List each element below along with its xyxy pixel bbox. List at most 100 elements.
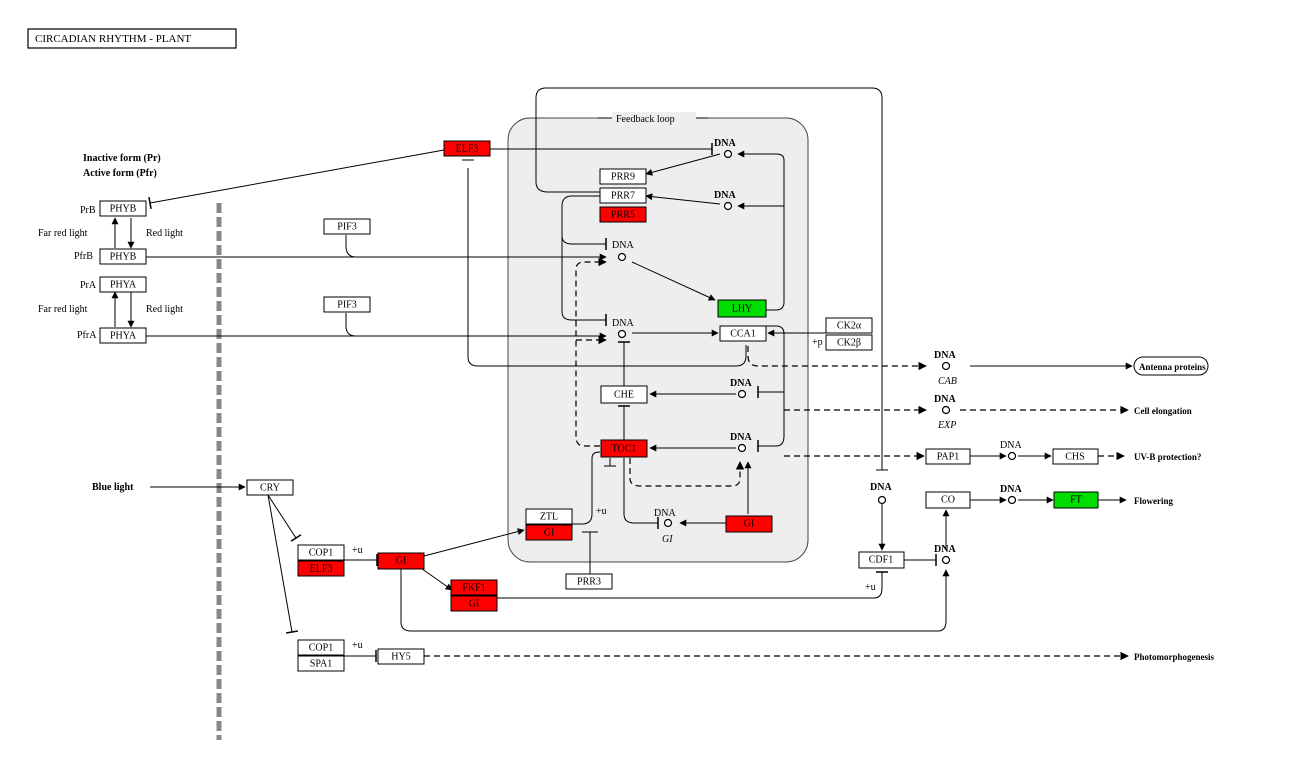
svg-text:COP1: COP1 [309, 548, 333, 559]
feedback-loop-region: Feedback loop [507, 112, 809, 563]
output-cell-elongation[interactable]: Cell elongation [1134, 406, 1192, 416]
svg-text:DNA: DNA [714, 190, 736, 201]
dna-node-ft: DNA [1000, 484, 1022, 505]
svg-text:DNA: DNA [730, 378, 752, 389]
svg-text:Antenna proteins: Antenna proteins [1139, 362, 1206, 372]
svg-text:DNA: DNA [1000, 440, 1022, 451]
gene-spa1[interactable]: SPA1 [297, 655, 345, 672]
svg-text:PAP1: PAP1 [937, 452, 959, 463]
edges [146, 87, 1133, 662]
svg-text:Feedback loop: Feedback loop [616, 114, 675, 125]
gene-fkf1[interactable]: FKF1 [450, 579, 498, 596]
svg-text:PIF3: PIF3 [337, 300, 356, 311]
gene-pif3-b[interactable]: PIF3 [323, 296, 371, 313]
svg-text:CIRCADIAN RHYTHM - PLANT: CIRCADIAN RHYTHM - PLANT [35, 33, 191, 45]
svg-text:GI: GI [469, 599, 480, 610]
gene-elf3-b[interactable]: ELF3 [297, 560, 345, 577]
dna-node-5: DNA [730, 378, 752, 399]
svg-text:CDF1: CDF1 [869, 555, 893, 566]
gene-prr5[interactable]: PRR5 [599, 206, 647, 223]
gene-phyb-pfr[interactable]: PHYB [99, 248, 147, 265]
gene-gi-mid[interactable]: GI [377, 552, 425, 570]
gene-phya-pfr[interactable]: PHYA [99, 327, 147, 344]
gene-prr3[interactable]: PRR3 [565, 573, 613, 590]
gene-prr7[interactable]: PRR7 [599, 187, 647, 204]
output-antenna-proteins[interactable]: Antenna proteins [1133, 356, 1209, 376]
active-form-label: Active form (Pfr) [83, 168, 157, 179]
svg-text:CK2β: CK2β [837, 338, 861, 349]
svg-text:GI: GI [396, 556, 407, 567]
gene-prr9[interactable]: PRR9 [599, 168, 647, 185]
output-photomorphogenesis[interactable]: Photomorphogenesis [1134, 652, 1215, 662]
svg-text:CCA1: CCA1 [730, 329, 756, 340]
svg-text:HY5: HY5 [391, 652, 410, 663]
svg-text:FT: FT [1070, 495, 1082, 506]
svg-text:ELF3: ELF3 [456, 144, 479, 155]
svg-text:TOC1: TOC1 [612, 444, 637, 455]
svg-text:GI: GI [662, 534, 673, 545]
ubiquitination-label-gi: +u [352, 545, 363, 556]
svg-text:DNA: DNA [934, 394, 956, 405]
gene-cop1-b[interactable]: COP1 [297, 639, 345, 656]
gene-cdf1[interactable]: CDF1 [858, 551, 905, 569]
gene-elf3-top[interactable]: ELF3 [443, 140, 491, 157]
svg-text:CHS: CHS [1065, 452, 1084, 463]
svg-text:PIF3: PIF3 [337, 222, 356, 233]
svg-text:GI: GI [744, 519, 755, 530]
gene-gi-ztl[interactable]: GI [525, 524, 573, 541]
svg-text:PRR7: PRR7 [611, 191, 635, 202]
svg-text:DNA: DNA [934, 350, 956, 361]
output-flowering[interactable]: Flowering [1134, 496, 1173, 506]
gene-lhy[interactable]: LHY [717, 299, 767, 318]
gene-gi-right[interactable]: GI [725, 515, 773, 533]
dna-node-3: DNA [612, 240, 634, 262]
ubiquitination-label-ztl: +u [596, 506, 607, 517]
red-light-label-b: Red light [146, 228, 183, 239]
gene-ztl[interactable]: ZTL [525, 508, 573, 525]
gene-phya-pr[interactable]: PHYA [99, 276, 147, 293]
blue-light-label: Blue light [92, 482, 134, 493]
gene-chs[interactable]: CHS [1052, 448, 1099, 465]
dna-node-1: DNA [714, 138, 736, 159]
svg-text:COP1: COP1 [309, 643, 333, 654]
red-light-label-a: Red light [146, 304, 183, 315]
output-uvb-protection[interactable]: UV-B protection? [1134, 452, 1201, 462]
svg-text:DNA: DNA [612, 240, 634, 251]
gene-cca1[interactable]: CCA1 [719, 325, 767, 342]
dna-node-2: DNA [714, 190, 736, 211]
svg-text:CHE: CHE [614, 390, 634, 401]
svg-text:FKF1: FKF1 [462, 583, 485, 594]
gene-che[interactable]: CHE [600, 385, 648, 404]
gene-cop1-a[interactable]: COP1 [297, 544, 345, 561]
gene-phyb-pr[interactable]: PHYB [99, 200, 147, 217]
svg-text:PRR9: PRR9 [611, 172, 635, 183]
svg-text:DNA: DNA [612, 318, 634, 329]
gene-pap1[interactable]: PAP1 [925, 448, 971, 465]
prb-label: PrB [80, 205, 96, 216]
gene-hy5[interactable]: HY5 [377, 648, 425, 665]
dna-node-6: DNA [730, 432, 752, 453]
gene-ck2b[interactable]: CK2β [825, 334, 873, 351]
svg-text:PRR3: PRR3 [577, 577, 601, 588]
dna-node-co: DNA [934, 544, 956, 565]
far-red-light-label-b: Far red light [38, 228, 88, 239]
ubiquitination-label-cdf1: +u [865, 582, 876, 593]
gene-co[interactable]: CO [925, 491, 971, 509]
gene-gi-fkf1[interactable]: GI [450, 595, 498, 612]
ubiquitination-label-hy5: +u [352, 640, 363, 651]
gene-ck2a[interactable]: CK2α [825, 317, 873, 334]
svg-text:LHY: LHY [732, 304, 753, 315]
svg-text:PHYA: PHYA [110, 331, 137, 342]
gene-ft[interactable]: FT [1053, 491, 1099, 509]
dna-node-pap1: DNA [1000, 440, 1022, 461]
gene-cry[interactable]: CRY [246, 479, 294, 496]
gene-toc1[interactable]: TOC1 [600, 439, 648, 458]
svg-text:DNA: DNA [730, 432, 752, 443]
svg-text:PRR5: PRR5 [611, 210, 635, 221]
dna-node-4: DNA [612, 318, 634, 339]
svg-text:PHYA: PHYA [110, 280, 137, 291]
svg-text:CK2α: CK2α [837, 321, 862, 332]
gene-pif3-a[interactable]: PIF3 [323, 218, 371, 235]
